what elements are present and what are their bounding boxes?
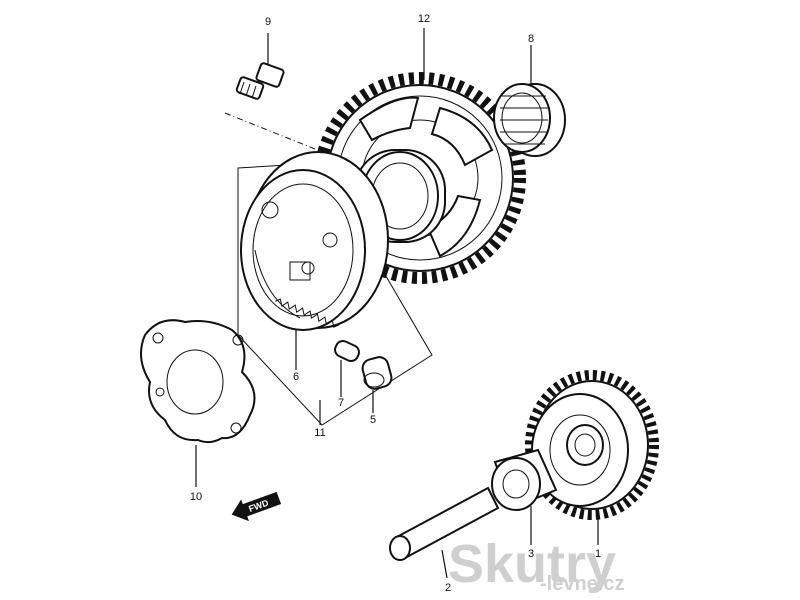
fwd-arrow: FWD: [231, 491, 282, 522]
callout-10: 10: [190, 491, 202, 503]
callout-1: 1: [595, 548, 601, 560]
starter-clutch-housing: [240, 151, 389, 331]
callout-11: 11: [314, 427, 325, 439]
callout-12: 12: [418, 13, 430, 25]
watermark: Skutry -levne.cz: [448, 534, 624, 595]
callouts: 9 12 8 6 7 5 11 10 2 3 1: [190, 13, 601, 594]
watermark-domain: -levne.cz: [540, 573, 624, 595]
part-8-needle-bearing: [493, 83, 566, 157]
part-2-shaft: [389, 486, 500, 561]
part-6-spring: [274, 298, 340, 328]
part-9-bolt: [235, 62, 285, 100]
watermark-brand: Skutry: [448, 534, 616, 594]
callout-6: 6: [293, 371, 299, 383]
callout-3: 3: [528, 548, 534, 560]
part-5-roller: [361, 356, 393, 390]
callout-8: 8: [528, 33, 534, 45]
part-10-plate: [140, 319, 256, 444]
leader-lines: [195, 28, 599, 579]
part-3-collar: [491, 448, 558, 511]
callout-7: 7: [338, 397, 344, 409]
callout-2: 2: [445, 582, 451, 594]
part-1-idle-gear: [525, 370, 659, 520]
callout-5: 5: [370, 414, 376, 426]
callout-9: 9: [265, 16, 271, 28]
part-7-plunger: [334, 339, 360, 363]
